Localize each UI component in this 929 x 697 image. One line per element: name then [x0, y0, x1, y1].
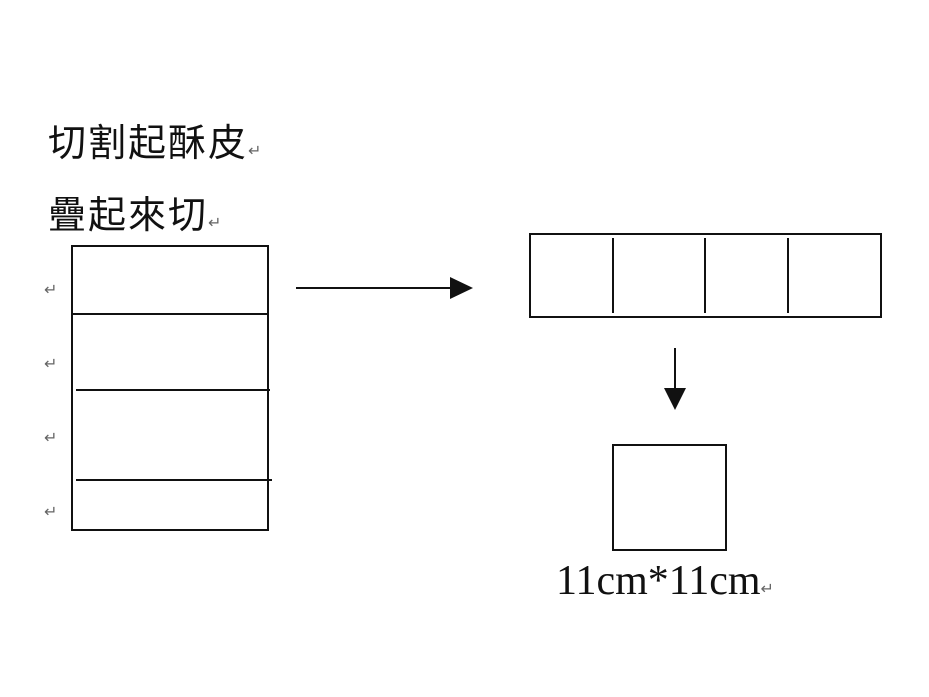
step-2-text: 疊起來切↵	[48, 196, 221, 234]
paragraph-mark-icon: ↵	[208, 213, 222, 232]
down-arrow-icon	[664, 348, 686, 410]
stacked-pastry-sheets	[71, 245, 272, 531]
paragraph-mark-icon: ↵	[44, 502, 58, 521]
step-2-label: 疊起來切	[48, 193, 209, 237]
final-square-piece	[612, 444, 727, 551]
step-1-label: 切割起酥皮	[48, 121, 249, 165]
paragraph-mark-icon: ↵	[248, 141, 262, 160]
paragraph-mark-icon: ↵	[760, 579, 774, 598]
dimension-text: 11cm*11cm	[556, 558, 761, 604]
cut-pastry-strip	[529, 233, 882, 318]
paragraph-mark-icon: ↵	[44, 354, 58, 373]
dimension-label: 11cm*11cm↵	[556, 560, 774, 602]
stacked-sheet-outline	[71, 245, 269, 531]
right-arrow-icon	[296, 277, 473, 299]
paragraph-mark-icon: ↵	[44, 280, 58, 299]
paragraph-mark-icon: ↵	[44, 428, 58, 447]
strip-outline	[529, 233, 882, 318]
step-1-text: 切割起酥皮↵	[48, 124, 261, 162]
